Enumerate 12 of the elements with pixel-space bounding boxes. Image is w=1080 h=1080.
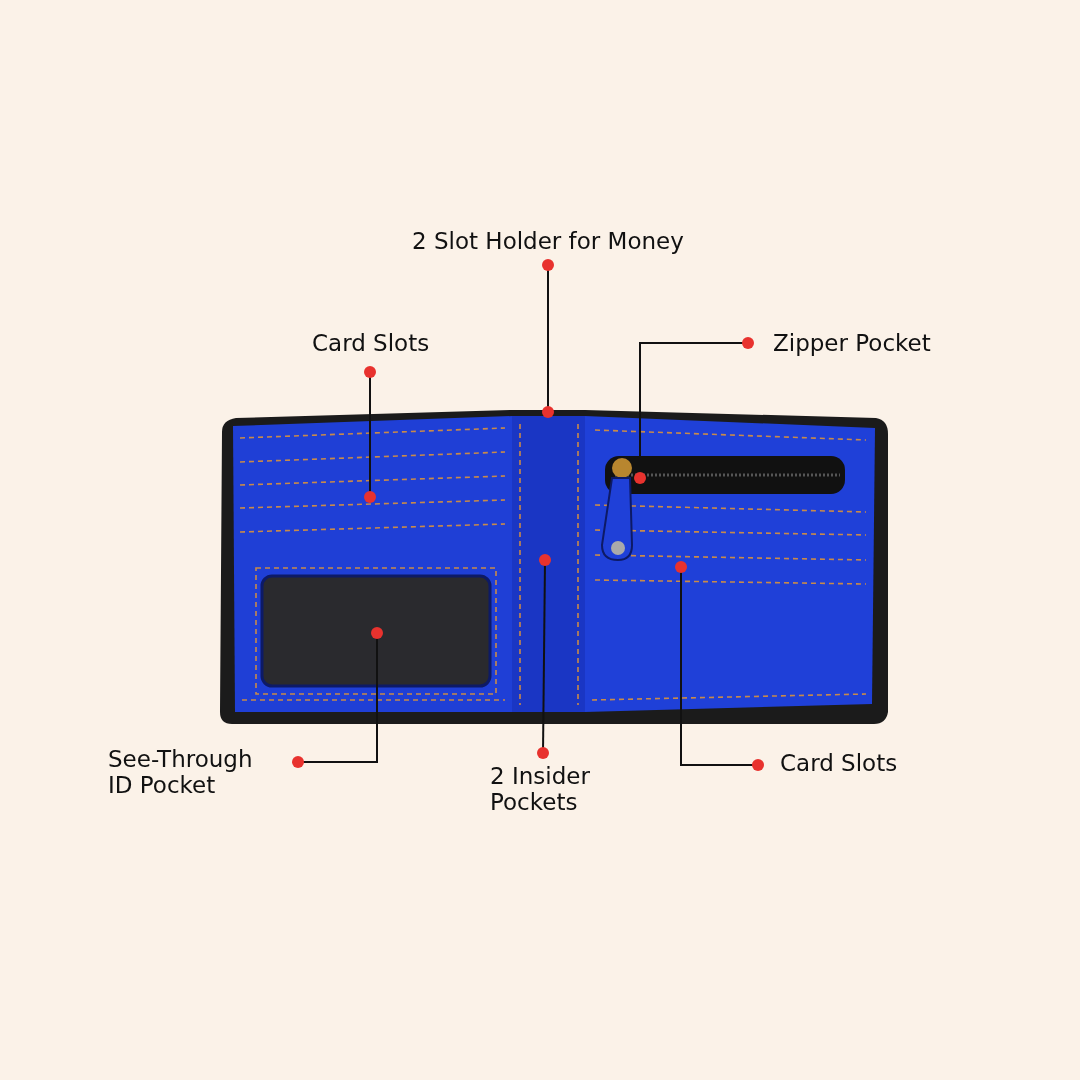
callout-label: Zipper Pocket xyxy=(773,330,953,356)
leader-line xyxy=(364,366,376,503)
callout-label: Card Slots xyxy=(312,330,452,356)
callout-label: 2 Insider Pockets xyxy=(490,763,610,815)
leader-line xyxy=(542,259,554,418)
callout-label: Card Slots xyxy=(780,750,920,776)
callout-label: See-Through ID Pocket xyxy=(108,746,273,798)
leader-line xyxy=(292,627,383,768)
callout-label: 2 Slot Holder for Money xyxy=(412,228,702,254)
leader-line xyxy=(537,554,551,759)
leader-line xyxy=(675,561,764,771)
leader-line xyxy=(634,337,754,484)
